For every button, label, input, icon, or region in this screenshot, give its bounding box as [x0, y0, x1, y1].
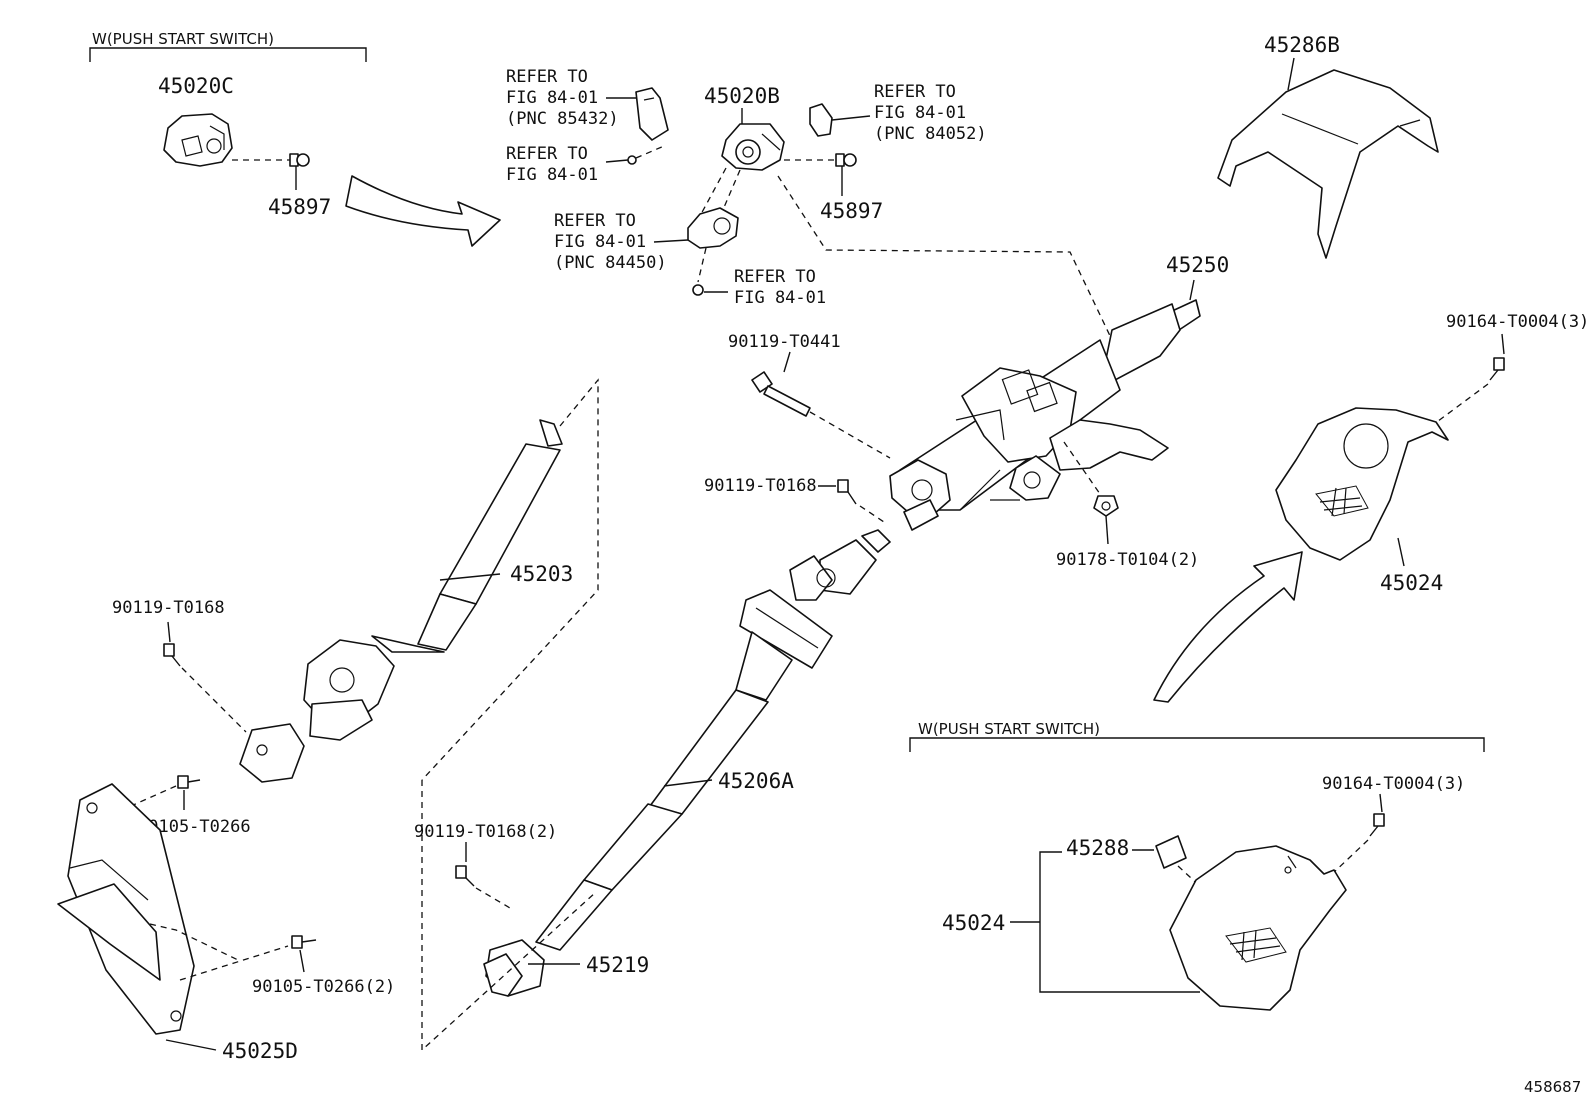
refer-text: REFER TO — [554, 211, 636, 231]
refer-note-84450: REFER TO FIG 84-01 (PNC 84450) — [554, 167, 741, 273]
refer-text: REFER TO — [506, 67, 588, 87]
label-90119-T0168-left: 90119-T0168 — [112, 598, 225, 618]
nut-90178-T0104: 90178-T0104(2) — [1056, 441, 1199, 570]
part-45024-top: 45024 — [1275, 407, 1449, 595]
label-90164-T0004-low: 90164-T0004(3) — [1322, 774, 1465, 794]
label-45020C: 45020C — [158, 74, 234, 98]
label-90178-T0104: 90178-T0104(2) — [1056, 550, 1199, 570]
label-45897-left: 45897 — [268, 195, 331, 219]
label-45206A: 45206A — [718, 769, 794, 793]
part-45024-low — [1169, 845, 1347, 1011]
bolt-90119-T0168-mid: 90119-T0168 — [704, 476, 885, 523]
label-90164-T0004-top: 90164-T0004(3) — [1446, 312, 1589, 332]
refer-note-screw-2: REFER TO FIG 84-01 — [692, 247, 826, 308]
label-45024-top: 45024 — [1380, 571, 1443, 595]
assembly-arrow-top — [345, 175, 501, 247]
label-45025D: 45025D — [222, 1039, 298, 1063]
part-45219: 45219 — [483, 939, 649, 997]
label-90119-T0441: 90119-T0441 — [728, 332, 841, 352]
refer-note-84052: REFER TO FIG 84-01 (PNC 84052) — [809, 82, 987, 144]
part-45250: 45250 — [889, 253, 1229, 531]
label-45286B: 45286B — [1264, 33, 1340, 57]
refer-text: FIG 84-01 — [506, 165, 598, 185]
bolt-90105-T0266: 90105-T0266 — [103, 775, 251, 837]
label-45897-right: 45897 — [820, 199, 883, 223]
label-90119-T0168-mid: 90119-T0168 — [704, 476, 817, 496]
screw-45897-right: 45897 — [820, 153, 883, 223]
screw-90164-T0004-top: 90164-T0004(3) — [1425, 312, 1589, 431]
bolt-90119-T0168-2: 90119-T0168(2) — [414, 822, 557, 909]
screw-90164-T0004-low: 90164-T0004(3) — [1322, 774, 1465, 877]
refer-text: REFER TO — [874, 82, 956, 102]
part-45020B: 45020B — [704, 84, 785, 171]
refer-text: (PNC 84052) — [874, 124, 987, 144]
refer-text: FIG 84-01 — [506, 88, 598, 108]
bolt-90119-T0441: 90119-T0441 — [728, 332, 891, 459]
part-45286B: 45286B — [1217, 33, 1439, 259]
assembly-arrow-right — [1153, 551, 1303, 703]
refer-note-85432: REFER TO FIG 84-01 (PNC 85432) — [506, 67, 669, 141]
label-45250: 45250 — [1166, 253, 1229, 277]
part-45020C: 45020C — [158, 74, 234, 167]
refer-text: (PNC 85432) — [506, 109, 619, 129]
label-90119-T0168-2: 90119-T0168(2) — [414, 822, 557, 842]
refer-text: FIG 84-01 — [554, 232, 646, 252]
refer-text: REFER TO — [506, 144, 588, 164]
screw-45897-left: 45897 — [268, 153, 331, 219]
label-45203: 45203 — [510, 562, 573, 586]
group-title-lower: W(PUSH START SWITCH) — [918, 720, 1100, 738]
part-45206A: 45206A — [535, 529, 891, 951]
refer-text: REFER TO — [734, 267, 816, 287]
bolt-90105-T0266-2: 90105-T0266(2) — [252, 935, 395, 997]
bolt-90119-T0168-left: 90119-T0168 — [112, 598, 247, 733]
label-45024-low: 45024 — [942, 911, 1005, 935]
diagram-number: 458687 — [1524, 1078, 1581, 1096]
label-45288: 45288 — [1066, 836, 1129, 860]
group-title-upper: W(PUSH START SWITCH) — [92, 30, 274, 48]
label-90105-T0266: 90105-T0266 — [138, 817, 251, 837]
bracket-45024-low: 45024 — [942, 851, 1200, 993]
part-45203: 45203 — [239, 378, 599, 783]
group-bracket-lower: W(PUSH START SWITCH) — [909, 720, 1485, 752]
label-45020B: 45020B — [704, 84, 780, 108]
part-45025D: 45025D — [57, 783, 298, 1063]
label-45219: 45219 — [586, 953, 649, 977]
refer-text: FIG 84-01 — [874, 103, 966, 123]
refer-text: FIG 84-01 — [734, 288, 826, 308]
label-90105-T0266-2: 90105-T0266(2) — [252, 977, 395, 997]
part-45288: 45288 — [1066, 835, 1231, 915]
refer-note-screw: REFER TO FIG 84-01 — [506, 144, 665, 185]
group-bracket-upper: W(PUSH START SWITCH) — [89, 30, 367, 62]
refer-text: (PNC 84450) — [554, 253, 667, 273]
